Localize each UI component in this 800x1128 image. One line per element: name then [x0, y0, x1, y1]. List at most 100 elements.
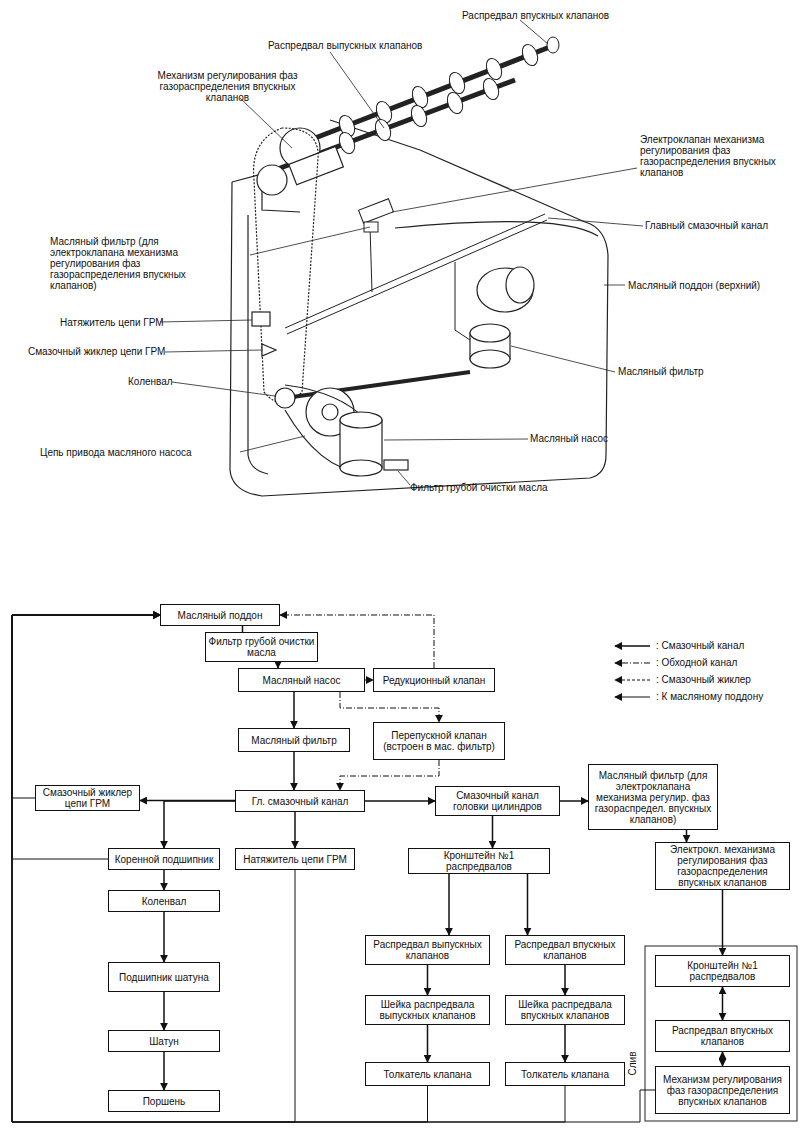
process-box: Механизм регулирования фаз газораспредел…: [655, 1066, 790, 1114]
box-text: Толкатель клапана: [384, 1069, 472, 1080]
flow-arrow: [12, 615, 565, 1122]
process-box: Толкатель клапана: [365, 1062, 490, 1086]
oil-pump: [384, 460, 408, 470]
box-text: Фильтр грубой очистки масла: [208, 636, 315, 658]
flow-arrow: [722, 987, 724, 1020]
box-text: Шейка распредвала выпускных клапанов: [368, 999, 487, 1021]
part-label: Механизм регулирования фаз газораспредел…: [140, 70, 315, 103]
box-text: Смазочный канал головки цилиндров: [438, 790, 557, 812]
camshaft: [373, 117, 394, 143]
box-text: Кронштейн №1 распредвалов: [658, 960, 787, 982]
flow-arrow: [277, 662, 279, 668]
box-text: Смазочный жиклер цепи ГРМ: [38, 787, 137, 809]
part-label: Главный смазочный канал: [645, 220, 795, 231]
oil-filter: [470, 324, 510, 342]
oil-pump: [340, 412, 408, 476]
box-text: Редукционный клапан: [383, 675, 486, 686]
box-text: Гл. смазочный канал: [252, 796, 349, 807]
legend-line: [615, 645, 650, 647]
flow-arrow: [163, 1052, 165, 1090]
box-text: Коренной подшипник: [115, 854, 214, 865]
engine-block: [395, 222, 598, 236]
oil-gallery: [370, 226, 372, 292]
leader-line: [604, 285, 625, 286]
camshaft: [445, 90, 466, 116]
process-box: Перепускной клапан (встроен в мас. фильт…: [373, 722, 505, 760]
box-text: Электрокл. механизма регулирования фаз г…: [658, 844, 787, 888]
process-box: Масляный насос: [238, 668, 365, 692]
leader-line: [240, 436, 305, 452]
process-box: Шатун: [108, 1030, 220, 1052]
flow-arrow: [564, 965, 566, 995]
part-label: Масляный фильтр: [618, 366, 738, 377]
process-box: Масляный фильтр: [238, 728, 350, 752]
flow-arrow: [564, 1025, 566, 1062]
flow-arrow: [527, 874, 529, 935]
camshaft: [337, 130, 358, 156]
leader-line: [172, 382, 275, 396]
flow-arrow: [163, 912, 165, 962]
box-text: Перепускной клапан (встроен в мас. фильт…: [376, 730, 502, 752]
timing-chain: [252, 312, 270, 326]
process-box: Шейка распредвала выпускных клапанов: [365, 995, 490, 1025]
legend-text: : Смазочный канал: [656, 640, 744, 652]
process-box: Кронштейн №1 распредвалов: [408, 848, 550, 874]
camshaft: [409, 103, 430, 129]
legend-sample: [612, 692, 654, 702]
process-box: Редукционный клапан: [373, 668, 495, 692]
flow-frame: [0, 600, 800, 1121]
process-box: Распредвал выпускных клапанов: [365, 935, 490, 965]
box-text: Распредвал впускных клапанов: [658, 1025, 787, 1047]
part-label: Смазочный жиклер цепи ГРМ: [28, 346, 168, 357]
legend-row: : Смазочный жиклер: [612, 674, 751, 686]
process-box: Масляный фильтр (для электроклапана меха…: [588, 764, 718, 830]
oil-filter: [470, 267, 534, 368]
crankshaft: [275, 372, 470, 472]
oil-gallery: [285, 199, 547, 340]
flow-arrow: [242, 626, 244, 632]
process-box: Масляный поддон: [160, 604, 280, 626]
oil-gallery: [285, 214, 545, 328]
process-box: Гл. смазочный канал: [235, 790, 365, 812]
flow-arrow: [293, 752, 295, 790]
box-text: Шейка распредвала впускных клапанов: [508, 999, 622, 1021]
leader-line: [392, 168, 637, 212]
part-label: Масляный фильтр (для электроклапана меха…: [50, 236, 230, 291]
flow-arrow: [722, 1052, 724, 1066]
leader-line: [548, 218, 643, 226]
engine-block: [230, 150, 608, 496]
box-text: Механизм регулирования фаз газораспредел…: [658, 1074, 787, 1107]
box-text: Толкатель клапана: [521, 1069, 609, 1080]
process-box: Смазочный канал головки цилиндров: [435, 786, 560, 816]
legend-sample: [612, 675, 654, 685]
oil-pump: [340, 412, 382, 428]
timing-chain: [257, 165, 287, 195]
part-label: Распредвал впускных клапанов: [462, 10, 632, 21]
process-box: Распредвал впускных клапанов: [655, 1020, 790, 1052]
flow-arrow: [293, 692, 295, 728]
box-text: Кронштейн №1 распредвалов: [411, 850, 547, 872]
flow-arrow: [722, 890, 724, 955]
flow-arrow: [492, 816, 494, 848]
camshaft: [447, 70, 468, 96]
flow-arrow: [163, 992, 165, 1030]
box-text: Подшипник шатуна: [119, 972, 209, 983]
flow-arrow: [340, 760, 439, 790]
leader-line: [250, 227, 370, 255]
part-label: Цепь привода масляного насоса: [40, 447, 240, 458]
flow-arrow: [340, 692, 439, 722]
process-box: Коренной подшипник: [108, 848, 220, 870]
flow-arrow: [686, 830, 688, 842]
box-text: Распредвал впускных клапанов: [508, 939, 622, 961]
flow-arrow: [365, 680, 373, 681]
crankshaft: [275, 388, 295, 408]
legend-line: [615, 697, 650, 698]
flow-arrow: [12, 615, 160, 859]
part-label: Распредвал выпускных клапанов: [268, 40, 448, 51]
legend-text: : Смазочный жиклер: [656, 674, 751, 686]
legend-line: [615, 663, 650, 664]
flow-arrow: [12, 615, 160, 798]
flow-arrow: [560, 800, 588, 802]
process-box: Толкатель клапана: [505, 1062, 625, 1086]
